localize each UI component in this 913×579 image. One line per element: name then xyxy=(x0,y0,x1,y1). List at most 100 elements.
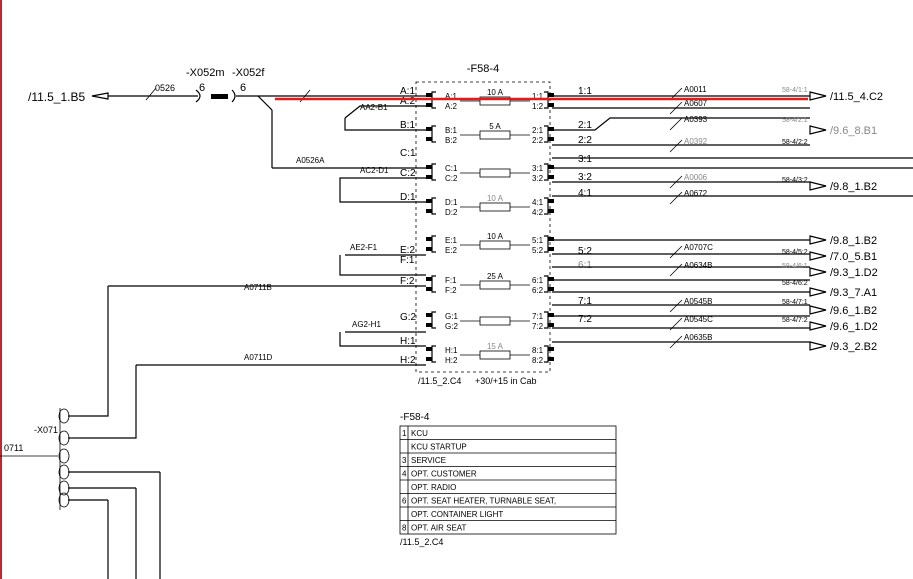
legend-text: SERVICE xyxy=(411,456,446,465)
left-pin-label: F:1 xyxy=(400,255,415,266)
contact-mark xyxy=(426,137,432,141)
inner-right-pin: 4:2 xyxy=(532,208,544,217)
module-title: -F58-4 xyxy=(467,63,499,75)
legend-number: 8 xyxy=(402,524,407,533)
ref-label: /7.0_5.B1 xyxy=(830,251,877,263)
inner-left-pin: E:1 xyxy=(445,236,458,245)
ref-label: /9.6_1.B2 xyxy=(830,305,877,317)
contact-mark xyxy=(426,323,432,327)
contact-mark xyxy=(548,277,554,281)
contact-mark xyxy=(548,175,554,179)
fuse-rating: 10 A xyxy=(487,232,504,241)
contact-mark xyxy=(548,165,554,169)
fuse-symbol xyxy=(479,240,511,250)
left-pin-label: B:1 xyxy=(400,120,415,131)
inner-right-pin: 6:2 xyxy=(532,286,544,295)
right-wire-label: A0011 xyxy=(684,85,707,94)
ref-arrow xyxy=(809,267,827,277)
left-pin-label: H:1 xyxy=(400,336,416,347)
inner-right-pin: 6:1 xyxy=(532,276,544,285)
legend-number: 1 xyxy=(402,429,407,438)
inner-left-pin: D:1 xyxy=(445,198,458,207)
ref-arrow xyxy=(809,251,827,261)
inner-left-pin: A:2 xyxy=(445,102,458,111)
contact-mark xyxy=(426,347,432,351)
right-pin-label: 3:1 xyxy=(578,154,592,165)
x052m-pin: 6 xyxy=(199,82,205,94)
wire-tick xyxy=(669,101,683,115)
contact-mark xyxy=(426,127,432,131)
contact-mark xyxy=(548,313,554,317)
right-pin-label: 2:2 xyxy=(578,135,592,146)
x052f-pin: 6 xyxy=(240,82,246,94)
inner-right-pin: 4:1 xyxy=(532,198,544,207)
contact-bracket xyxy=(544,197,549,215)
fuse-rating: 15 A xyxy=(487,342,504,351)
right-pin-label: 5:2 xyxy=(578,246,592,257)
contact-mark xyxy=(548,199,554,203)
contact-mark xyxy=(548,247,554,251)
contact-mark xyxy=(426,313,432,317)
inner-left-pin: B:2 xyxy=(445,136,458,145)
legend-text: OPT. AIR SEAT xyxy=(411,524,467,533)
wire-tick xyxy=(669,263,683,277)
right-wire-label: A0006 xyxy=(684,173,708,182)
fuse-rating: 10 A xyxy=(487,88,504,97)
inner-left-pin: A:1 xyxy=(445,92,458,101)
right-wire-label: A0634B xyxy=(684,261,712,270)
contact-bracket xyxy=(544,345,549,363)
terminal-label: 58-4/3:2 xyxy=(782,177,808,184)
contact-mark xyxy=(548,103,554,107)
legend-text: OPT. CONTAINER LIGHT xyxy=(411,510,503,519)
right-pin-label: 7:1 xyxy=(578,296,592,307)
inner-right-pin: 3:1 xyxy=(532,164,544,173)
x071-label: -X071 xyxy=(34,425,58,435)
contact-mark xyxy=(426,165,432,169)
inner-left-pin: G:2 xyxy=(445,322,458,331)
ref-label: /9.6_8.B1 xyxy=(830,125,877,137)
left-pin-label: A:1 xyxy=(400,86,415,97)
terminal-label: 58-4/1:1 xyxy=(782,87,808,94)
contact-mark xyxy=(426,237,432,241)
terminal-label: 58-4/5:2 xyxy=(782,249,808,256)
contact-mark xyxy=(548,357,554,361)
right-pin-label: 4:1 xyxy=(578,188,592,199)
fuse-symbol xyxy=(479,130,511,140)
x052m-label: -X052m xyxy=(186,67,225,79)
right-wire-label: A0545B xyxy=(684,297,712,306)
contact-mark xyxy=(426,199,432,203)
contact-mark xyxy=(548,347,554,351)
contact-bracket xyxy=(431,311,436,329)
left-wire-label: AC2-D1 xyxy=(360,166,389,175)
right-wire-label: A0607 xyxy=(684,99,708,108)
contact-bracket xyxy=(544,311,549,329)
contact-mark xyxy=(426,93,432,97)
contact-bracket xyxy=(431,275,436,293)
contact-bracket xyxy=(431,345,436,363)
source-ref: /11.5_1.B5 xyxy=(28,90,85,104)
module-ref: /11.5_2.C4 xyxy=(418,376,461,386)
terminal-label: 58-4/2:2 xyxy=(782,139,808,146)
ref-arrow xyxy=(809,235,827,245)
terminal-label: 58-4/6:1 xyxy=(782,263,808,270)
contact-mark xyxy=(426,209,432,213)
ref-label: /9.3_2.B2 xyxy=(830,341,877,353)
contact-mark xyxy=(426,357,432,361)
contact-mark xyxy=(548,287,554,291)
ref-label: /9.8_1.B2 xyxy=(830,181,877,193)
ref-arrow xyxy=(809,91,827,101)
ref-arrow xyxy=(809,181,827,191)
terminal-label: 58-4/7:1 xyxy=(782,299,808,306)
legend-number: 4 xyxy=(402,470,407,479)
contact-bracket xyxy=(544,275,549,293)
ref-label: /9.3_1.D2 xyxy=(830,267,878,279)
legend-ref: /11.5_2.C4 xyxy=(400,537,443,547)
contact-mark xyxy=(548,137,554,141)
inner-left-pin: B:1 xyxy=(445,126,458,135)
contact-mark xyxy=(548,209,554,213)
inner-right-pin: 8:1 xyxy=(532,346,544,355)
inner-right-pin: 5:1 xyxy=(532,236,544,245)
contact-bracket xyxy=(431,235,436,253)
left-pin-label: G:2 xyxy=(400,312,417,323)
inner-left-pin: G:1 xyxy=(445,312,458,321)
